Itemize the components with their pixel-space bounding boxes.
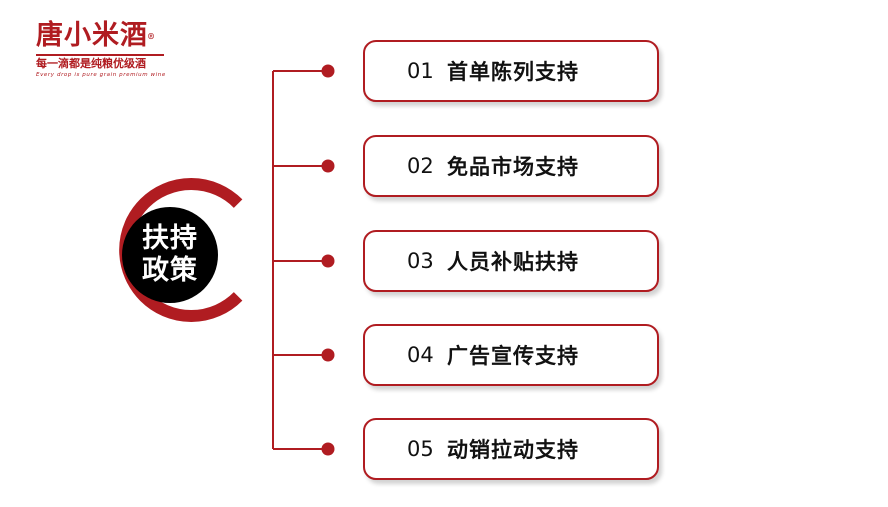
connector-dot-3 <box>321 254 335 268</box>
policy-item-number: 01 <box>407 59 434 83</box>
policy-item-3: 03 人员补贴扶持 <box>363 230 659 292</box>
policy-item-1: 01 首单陈列支持 <box>363 40 659 102</box>
logo-slogan: 每一滴都是纯粮优级酒 <box>36 54 164 71</box>
brand-logo: 唐小米酒 ® 每一滴都是纯粮优级酒 Every drop is pure gra… <box>36 20 176 79</box>
connector-dot-5 <box>321 442 335 456</box>
center-circle <box>122 207 218 303</box>
policy-item-number: 05 <box>407 437 434 461</box>
policy-item-4: 04 广告宣传支持 <box>363 324 659 386</box>
logo-title: 唐小米酒 ® <box>36 20 155 52</box>
policy-item-number: 03 <box>407 249 434 273</box>
center-label-line1: 扶持 <box>142 223 198 254</box>
policy-item-number: 04 <box>407 343 434 367</box>
registered-mark: ® <box>147 31 156 41</box>
connector-dot-2 <box>321 159 335 173</box>
policy-item-label: 广告宣传支持 <box>447 344 579 368</box>
logo-title-text: 唐小米酒 <box>36 20 148 51</box>
policy-item-label: 首单陈列支持 <box>447 60 579 84</box>
logo-english-slogan: Every drop is pure grain premium wine <box>36 72 166 78</box>
policy-item-number: 02 <box>407 154 434 178</box>
policy-item-label: 免品市场支持 <box>447 155 579 179</box>
policy-item-2: 02 免品市场支持 <box>363 135 659 197</box>
connector-dot-1 <box>321 64 335 78</box>
connector-dot-4 <box>321 348 335 362</box>
center-label-line2: 政策 <box>142 255 198 286</box>
policy-item-label: 人员补贴扶持 <box>447 250 579 274</box>
center-label: 扶持 政策 <box>128 213 212 297</box>
policy-item-5: 05 动销拉动支持 <box>363 418 659 480</box>
policy-item-label: 动销拉动支持 <box>447 438 579 462</box>
